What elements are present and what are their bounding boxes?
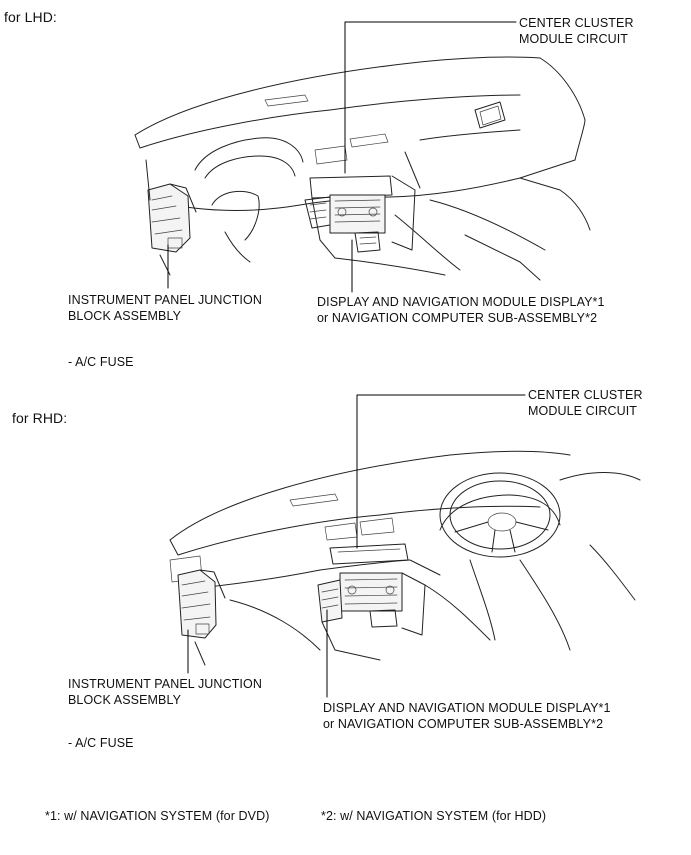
lhd-junction-block-line1: INSTRUMENT PANEL JUNCTION [68, 293, 262, 307]
rhd-junction-block-line1: INSTRUMENT PANEL JUNCTION [68, 677, 262, 691]
lhd-center-cluster-line1: CENTER CLUSTER [519, 16, 634, 30]
footnote-1: *1: w/ NAVIGATION SYSTEM (for DVD) [45, 809, 270, 823]
rhd-dashboard-drawing [169, 450, 641, 666]
rhd-junction-block-line2: BLOCK ASSEMBLY [68, 693, 182, 707]
lhd-dashboard-drawing [134, 56, 591, 281]
lhd-display-nav-line1: DISPLAY AND NAVIGATION MODULE DISPLAY*1 [317, 295, 605, 309]
rhd-ac-fuse-label: - A/C FUSE [68, 736, 134, 750]
rhd-display-nav-line1: DISPLAY AND NAVIGATION MODULE DISPLAY*1 [323, 701, 611, 715]
rhd-display-nav-line2: or NAVIGATION COMPUTER SUB-ASSEMBLY*2 [323, 717, 604, 731]
rhd-display-nav-label: DISPLAY AND NAVIGATION MODULE DISPLAY*1 … [323, 700, 611, 732]
lhd-center-cluster-line2: MODULE CIRCUIT [519, 32, 629, 46]
rhd-center-cluster-line1: CENTER CLUSTER [528, 388, 643, 402]
rhd-center-cluster-line2: MODULE CIRCUIT [528, 404, 638, 418]
lhd-display-nav-line2: or NAVIGATION COMPUTER SUB-ASSEMBLY*2 [317, 311, 598, 325]
lhd-leader-center-cluster [344, 21, 517, 174]
lhd-center-cluster-label: CENTER CLUSTER MODULE CIRCUIT [519, 15, 634, 47]
rhd-junction-block-label: INSTRUMENT PANEL JUNCTION BLOCK ASSEMBLY [68, 676, 262, 708]
rhd-center-cluster-label: CENTER CLUSTER MODULE CIRCUIT [528, 387, 643, 419]
rhd-heading: for RHD: [12, 410, 68, 426]
lhd-display-nav-label: DISPLAY AND NAVIGATION MODULE DISPLAY*1 … [317, 294, 605, 326]
rhd-leader-center-cluster [356, 394, 526, 549]
lhd-ac-fuse-label: - A/C FUSE [68, 355, 134, 369]
lhd-junction-block-line2: BLOCK ASSEMBLY [68, 309, 182, 323]
lhd-junction-block-label: INSTRUMENT PANEL JUNCTION BLOCK ASSEMBLY [68, 292, 262, 324]
lhd-heading: for LHD: [4, 9, 57, 25]
footnote-2: *2: w/ NAVIGATION SYSTEM (for HDD) [321, 809, 547, 823]
